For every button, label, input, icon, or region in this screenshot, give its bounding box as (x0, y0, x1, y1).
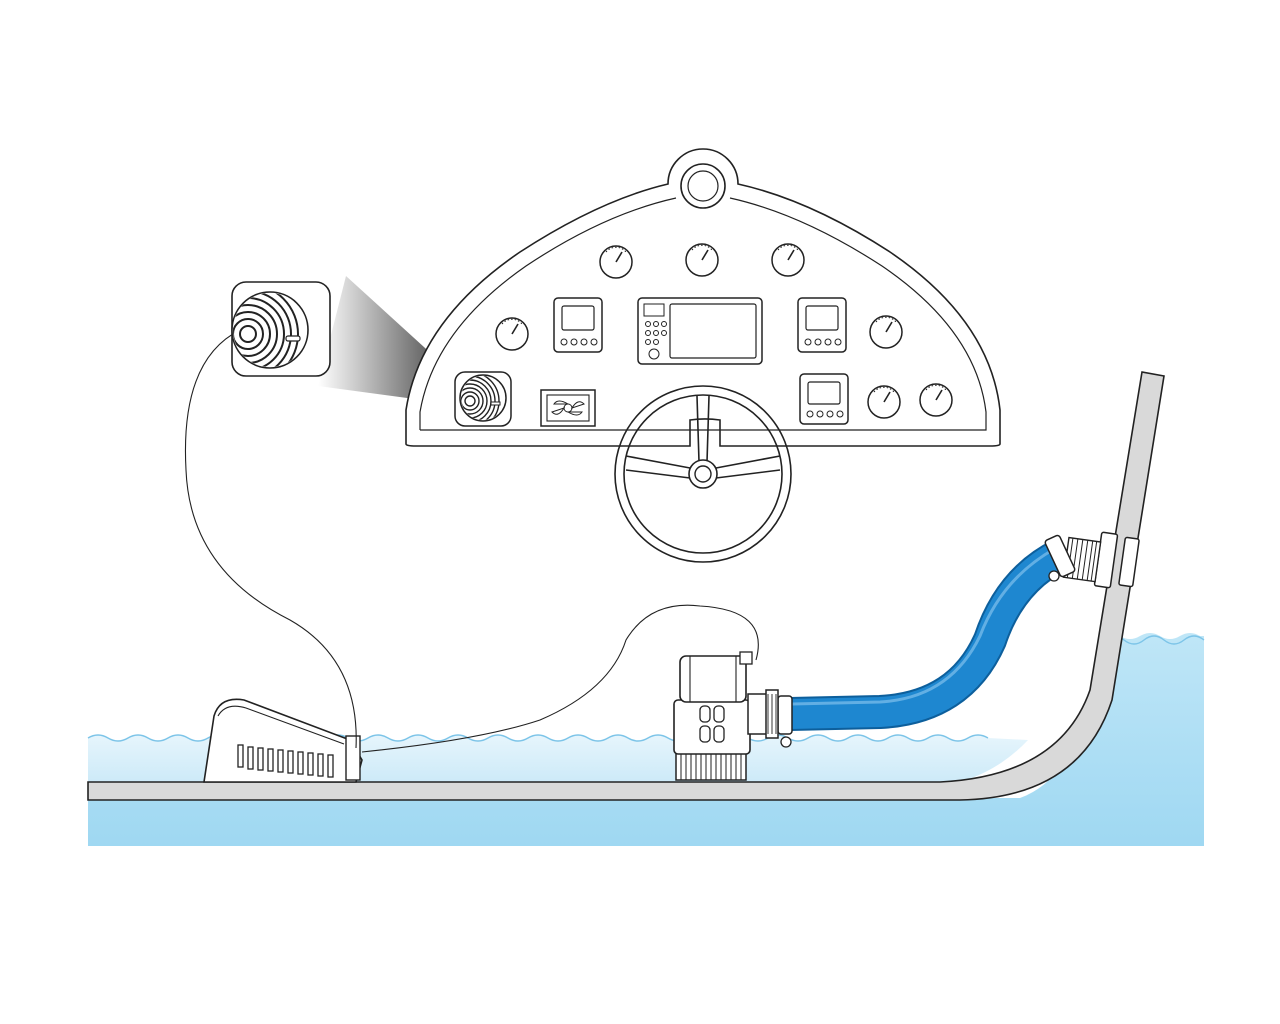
thru-hull-fitting-icon (1062, 531, 1140, 589)
blower-vent-icon (540, 389, 596, 427)
hose-clamp-top (1044, 534, 1076, 582)
float-switch-icon (203, 698, 363, 783)
boat-hull (87, 371, 1165, 801)
display-right-bottom (799, 373, 849, 425)
control-switch-enlarged (231, 281, 331, 377)
display-right-top (797, 297, 847, 353)
gauge-1 (599, 245, 633, 279)
gauge-7 (919, 383, 953, 417)
steering-wheel-icon (614, 385, 792, 563)
chartplotter-display (637, 297, 763, 365)
gauge-2 (685, 243, 719, 277)
display-left (553, 297, 603, 353)
switch-wire (184, 329, 357, 749)
bilge-pump-icon (673, 651, 779, 781)
gauge-4 (495, 317, 529, 351)
sea-water (88, 633, 1204, 846)
pump-wire (361, 604, 759, 753)
gauge-3 (771, 243, 805, 277)
gauge-5 (869, 315, 903, 349)
dashboard-panel-icon (405, 148, 1001, 447)
control-switch-icon (454, 371, 512, 427)
gauge-6 (867, 385, 901, 419)
discharge-hose (789, 541, 1068, 729)
